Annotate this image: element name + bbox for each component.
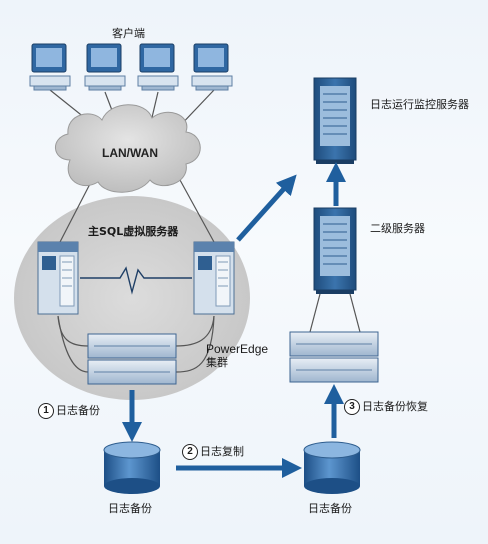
- step-1-badge: 1: [38, 403, 54, 419]
- poweredge-label: PowerEdge: [206, 342, 269, 356]
- secondary-storage-links: [309, 293, 361, 333]
- heartbeat-link: [80, 266, 192, 295]
- secondary-storage-rack: [289, 331, 379, 383]
- cluster-node-right: [193, 241, 235, 315]
- log-backup-cylinder-left: [103, 441, 161, 494]
- network-links: [59, 179, 215, 243]
- network-label: LAN/WAN: [102, 146, 158, 160]
- clients-label: 客户端: [112, 27, 145, 40]
- cluster-node-left: [37, 241, 79, 315]
- cluster-storage-links: [57, 315, 215, 373]
- log-backup-cylinder-right: [303, 441, 361, 494]
- secondary-server-label: 二级服务器: [370, 222, 425, 235]
- log-backup-left-label: 日志备份: [108, 502, 152, 515]
- step-2-badge: 2: [182, 444, 198, 460]
- cluster-label: 集群: [206, 356, 228, 369]
- client-computer-icon: [137, 43, 179, 91]
- log-backup-right-label: 日志备份: [308, 502, 352, 515]
- log-monitor-label: 日志运行监控服务器: [370, 98, 469, 111]
- flow-arrows: [122, 162, 346, 478]
- client-computer-icon: [84, 43, 126, 91]
- primary-sql-label: 主SQL虚拟服务器: [88, 225, 179, 238]
- step-3-label: 日志备份恢复: [362, 400, 428, 413]
- step-2-label: 日志复制: [200, 445, 244, 458]
- cluster-storage-rack: [87, 333, 177, 385]
- step-3-badge: 3: [344, 399, 360, 415]
- log-monitor-server-icon: [313, 77, 357, 164]
- lan-wan-cloud: [55, 104, 201, 193]
- step-1-label: 日志备份: [56, 404, 100, 417]
- arrow-cluster-to-monitor: [236, 174, 297, 242]
- client-computers: [29, 43, 233, 91]
- client-computer-icon: [29, 43, 71, 91]
- secondary-server-icon: [313, 207, 357, 294]
- client-computer-icon: [191, 43, 233, 91]
